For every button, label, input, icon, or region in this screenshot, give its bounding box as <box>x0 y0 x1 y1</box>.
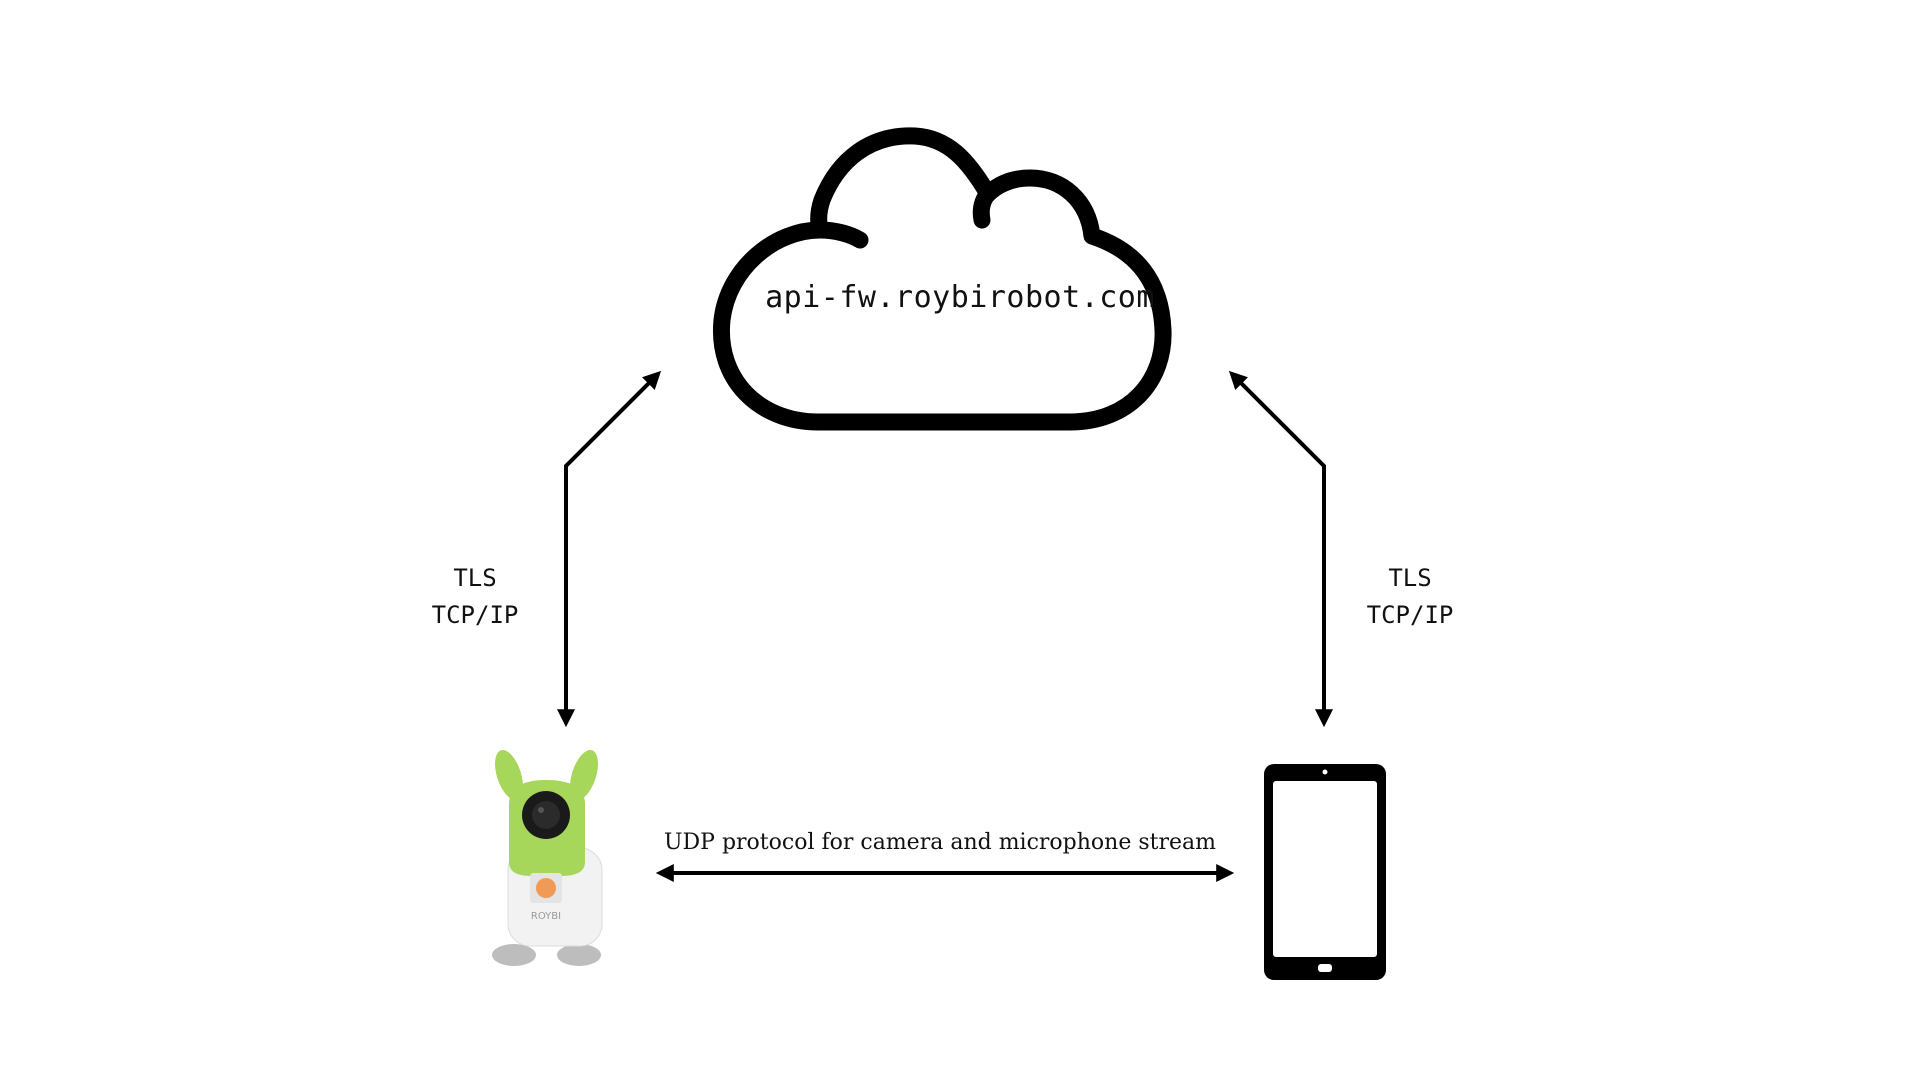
tablet-icon <box>1264 764 1386 980</box>
cloud-hostname-label: api-fw.roybirobot.com <box>765 280 1155 315</box>
tablet-camera <box>1322 769 1328 775</box>
right-connector-arrow <box>1228 370 1333 728</box>
udp-stream-label: UDP protocol for camera and microphone s… <box>663 830 1216 855</box>
tablet-home-button <box>1318 964 1332 972</box>
cloud-icon <box>712 127 1172 431</box>
robot-brand-label: ROYBI <box>531 911 561 922</box>
left-protocol-line2: TCP/IP <box>431 601 519 629</box>
left-protocol-label: TLS TCP/IP <box>410 560 540 634</box>
robot-icon: ROYBI <box>492 749 603 966</box>
left-connector-arrow <box>557 370 662 728</box>
right-protocol-line2: TCP/IP <box>1366 601 1454 629</box>
tablet-screen <box>1273 781 1377 957</box>
left-protocol-line1: TLS <box>453 564 497 592</box>
right-protocol-line1: TLS <box>1388 564 1432 592</box>
right-protocol-label: TLS TCP/IP <box>1345 560 1475 634</box>
